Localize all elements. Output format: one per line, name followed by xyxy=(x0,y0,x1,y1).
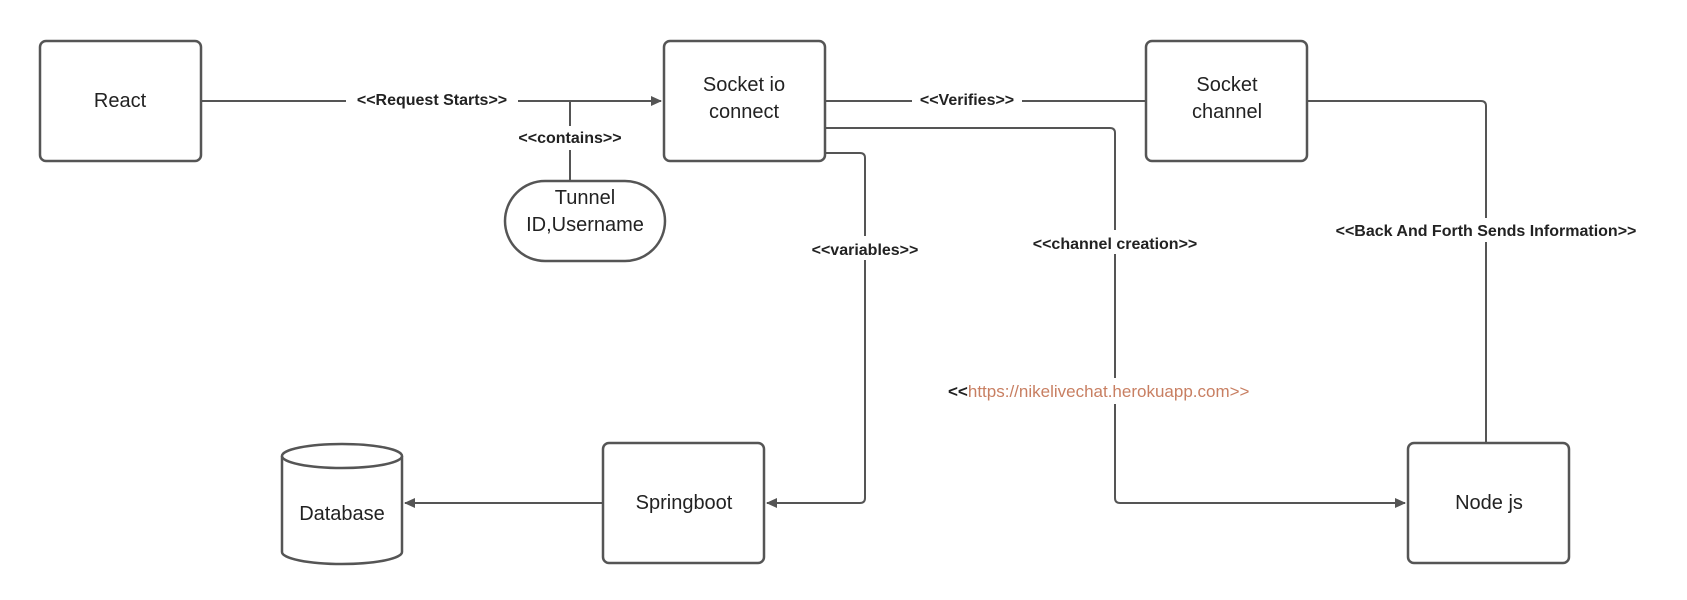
svg-text:React: React xyxy=(94,90,147,112)
url-note-prefix: << xyxy=(948,382,968,401)
node-socket-channel: Socket channel xyxy=(1144,39,1309,163)
node-database: Database xyxy=(280,442,404,566)
svg-text:Socket: Socket xyxy=(1196,74,1258,96)
svg-text:<<variables>>: <<variables>> xyxy=(812,242,919,259)
label-request-starts: <<Request Starts>> xyxy=(346,88,518,112)
edge-variables xyxy=(766,152,866,508)
svg-text:Tunnel: Tunnel xyxy=(555,187,615,209)
node-nodejs: Node js xyxy=(1406,441,1571,565)
node-springboot: Springboot xyxy=(601,441,766,565)
svg-text:<<channel creation>>: <<channel creation>> xyxy=(1033,236,1198,253)
svg-text:<<Request Starts>>: <<Request Starts>> xyxy=(357,92,507,109)
url-note: <<https://nikelivechat.herokuapp.com>> xyxy=(946,378,1286,404)
svg-text:channel: channel xyxy=(1192,101,1262,123)
svg-text:ID,Username: ID,Username xyxy=(526,214,644,236)
label-variables: <<variables>> xyxy=(802,236,928,260)
label-verifies: <<Verifies>> xyxy=(912,88,1022,112)
node-socket-io-connect: Socket io connect xyxy=(662,39,827,163)
svg-text:Socket io: Socket io xyxy=(703,74,785,96)
svg-text:<<Back And Forth Sends Informa: <<Back And Forth Sends Information>> xyxy=(1336,223,1637,240)
svg-text:Database: Database xyxy=(299,503,385,525)
svg-text:connect: connect xyxy=(709,101,779,123)
node-tunnel-id-username: Tunnel ID,Username xyxy=(503,179,667,263)
svg-text:Springboot: Springboot xyxy=(636,492,733,514)
svg-text:Node js: Node js xyxy=(1455,492,1523,514)
url-note-link[interactable]: https://nikelivechat.herokuapp.com>> xyxy=(968,382,1250,401)
label-back-and-forth: <<Back And Forth Sends Information>> xyxy=(1314,218,1658,242)
label-channel-creation: <<channel creation>> xyxy=(1020,230,1210,254)
label-contains: <<contains>> xyxy=(508,126,632,150)
edge-back-and-forth xyxy=(1307,100,1487,442)
edge-channel-creation xyxy=(825,127,1406,508)
node-react: React xyxy=(38,39,203,163)
svg-text:<<contains>>: <<contains>> xyxy=(518,130,621,147)
svg-text:<<https://nikelivechat.herokua: <<https://nikelivechat.herokuapp.com>> xyxy=(948,382,1250,401)
svg-text:<<Verifies>>: <<Verifies>> xyxy=(920,92,1014,109)
